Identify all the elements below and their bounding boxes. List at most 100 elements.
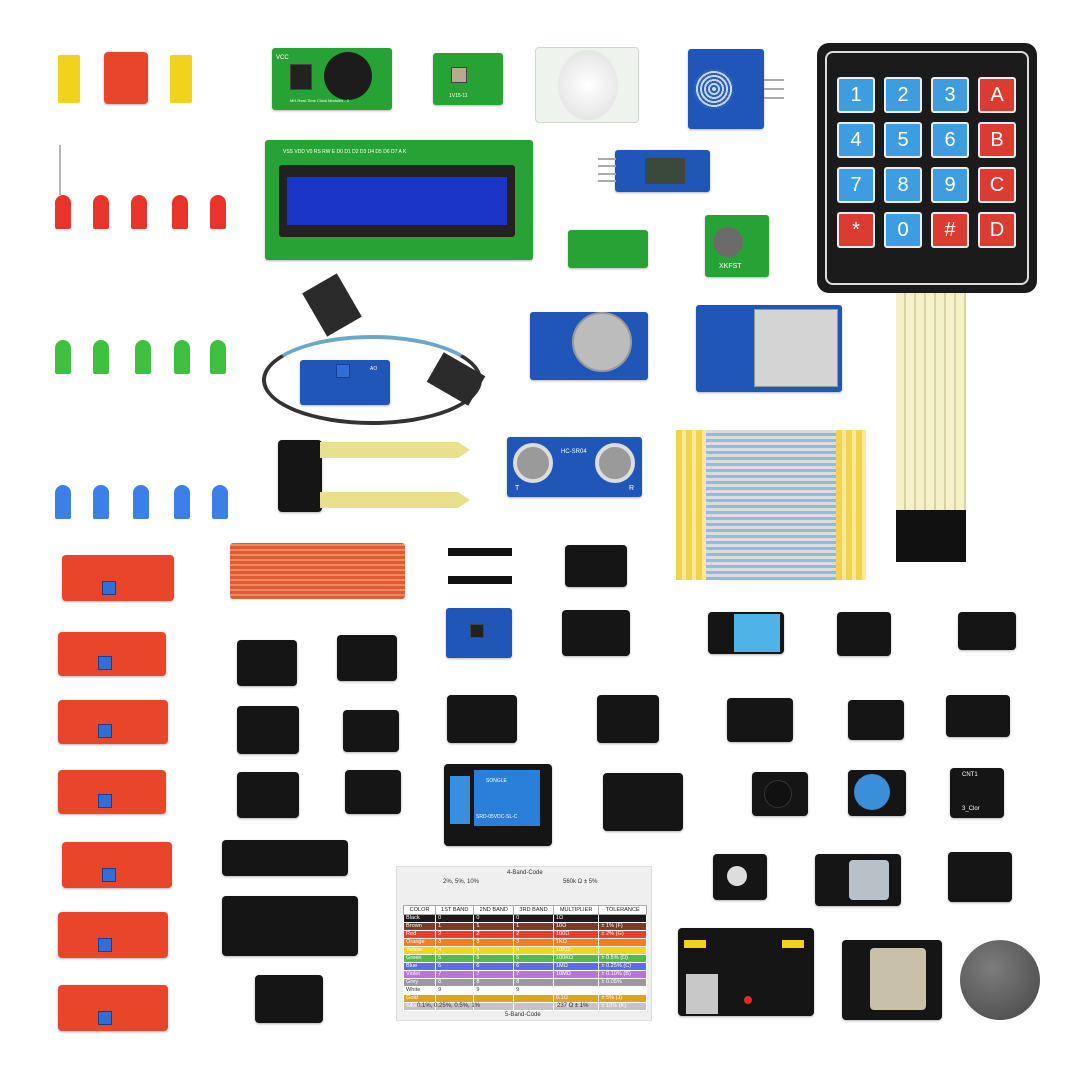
pin-header-strip-2 [448, 576, 512, 584]
hall-magnetic-module [958, 612, 1016, 650]
bt-pins [598, 155, 616, 185]
obstacle-avoid-module [222, 896, 358, 956]
rtc-module: VCC MH-Real-Time Clock Modules - 2 [272, 48, 392, 110]
resistor-color-code-card: 4-Band-Code 2%, 5%, 10% 560k Ω ± 5% COLO… [396, 866, 652, 1021]
rtc-label: MH-Real-Time Clock Modules - 2 [290, 98, 349, 103]
rf-receiver [568, 230, 648, 268]
chart-top-title: 4-Band-Code [507, 870, 543, 876]
mq-gas-sensor [530, 312, 648, 380]
key-c[interactable]: C [978, 167, 1016, 203]
rgb-label-bottom: 3_Clor [962, 806, 980, 812]
key-a[interactable]: A [978, 77, 1016, 113]
key-6[interactable]: 6 [931, 122, 969, 158]
encoder-shaft [849, 860, 889, 900]
pir-dome [558, 50, 618, 120]
relay-brand: SONGLE [486, 778, 507, 784]
sd-card-module [696, 305, 842, 392]
key-star[interactable]: * [837, 212, 875, 248]
photo-interrupter-module [343, 710, 399, 752]
joystick-module [842, 940, 942, 1020]
bt-chip [645, 158, 685, 184]
key-7[interactable]: 7 [837, 167, 875, 203]
linear-hall-module [58, 770, 166, 814]
active-buzzer-module [848, 770, 906, 816]
key-0[interactable]: 0 [884, 212, 922, 248]
pin-header-strip-1 [448, 548, 512, 556]
ir-led-module [727, 698, 793, 742]
key-5[interactable]: 5 [884, 122, 922, 158]
line-tracking-module [222, 840, 348, 876]
key-1[interactable]: 1 [837, 77, 875, 113]
key-b[interactable]: B [978, 122, 1016, 158]
rgb-label-top: CNT1 [962, 772, 978, 778]
dht11-module [708, 612, 784, 654]
laser-module [237, 772, 299, 818]
dupont-connector-top [302, 273, 362, 337]
hall-sensor-module [58, 700, 168, 744]
two-color-led-module [565, 545, 627, 587]
sound-sensor-module: AO [300, 360, 390, 405]
mercury-tilt-module [345, 770, 401, 814]
trimpot [336, 364, 350, 378]
sd-slot [754, 309, 838, 387]
potentiometer-module [837, 612, 891, 656]
rtc-chip [290, 64, 312, 90]
temp-18b20-module [848, 700, 904, 740]
ir-emitter-module [255, 975, 323, 1023]
touch-pad [694, 69, 734, 109]
step-down-label: 1V15-11 [449, 93, 468, 99]
key-3[interactable]: 3 [931, 77, 969, 113]
chart-bottom-title: 5-Band-Code [505, 1012, 541, 1018]
resistor-assortment [676, 430, 866, 580]
yellow-jumper-left [684, 940, 706, 948]
key-4[interactable]: 4 [837, 122, 875, 158]
hc-sr04-ultrasonic: HC-SR04 T R [507, 437, 642, 497]
ir-receiver-module [237, 640, 297, 686]
buzzer-sticker [854, 774, 890, 810]
key-hash[interactable]: # [931, 212, 969, 248]
inductor [451, 67, 467, 83]
rgb-led-module: CNT1 3_Clor [950, 768, 1004, 818]
gas-sensor-mesh [572, 312, 632, 372]
lcd-1602: VSS VDD V0 RS RW E D0 D1 D2 D3 D4 D5 D6 … [265, 140, 533, 260]
reed-switch-module [62, 555, 174, 601]
saw-resonator [713, 227, 743, 257]
breadboard-power-supply [678, 928, 814, 1016]
rtc-battery-holder [324, 52, 372, 100]
lcd-pin-labels: VSS VDD V0 RS RW E D0 D1 D2 D3 D4 D5 D6 … [283, 149, 407, 155]
relay-model: SRD-05VDC-SL-C [476, 814, 518, 820]
button-module [337, 635, 397, 681]
tilt-switch-module [237, 706, 299, 754]
key-d[interactable]: D [978, 212, 1016, 248]
analog-temp-module [948, 852, 1012, 902]
rf-transmitter: XKFST [705, 215, 769, 277]
touch-sensor [688, 49, 764, 129]
chart-bottom-left-note: 0.1%, 0.25%, 0.5%, 1% [417, 1003, 481, 1009]
joystick-base [870, 948, 926, 1010]
pir-sensor [535, 47, 639, 123]
pin-header-right [170, 55, 192, 103]
temperature-sensor-module [58, 632, 166, 676]
transducer-r [595, 443, 635, 483]
soil-probe-top [320, 442, 470, 458]
key-9[interactable]: 9 [931, 167, 969, 203]
usb-port [686, 974, 718, 1014]
ultrasonic-t: T [515, 485, 520, 492]
soil-probe-bottom [320, 492, 470, 508]
transducer-t [513, 443, 553, 483]
knock-sensor-module [713, 854, 767, 900]
membrane-keypad: 1 2 3 A 4 5 6 B 7 8 9 C * 0 # D [817, 43, 1037, 293]
key-8[interactable]: 8 [884, 167, 922, 203]
yellow-jumper-right [782, 940, 804, 948]
key-2[interactable]: 2 [884, 77, 922, 113]
chart-top-left-note: 2%, 5%, 10% [443, 879, 480, 885]
keypad-ribbon-cable [896, 293, 966, 513]
soil-moisture-sensor [278, 440, 322, 512]
smd-rgb-module [597, 695, 659, 743]
pin-header-left [58, 55, 80, 103]
chart-bottom-right-note: 237 Ω ± 1% [557, 1003, 589, 1009]
rtc-pin-vcc: VCC [276, 55, 289, 61]
pin-ao: AO [370, 366, 378, 372]
dht11-sensor [734, 614, 780, 652]
big-sound-module [58, 912, 168, 958]
